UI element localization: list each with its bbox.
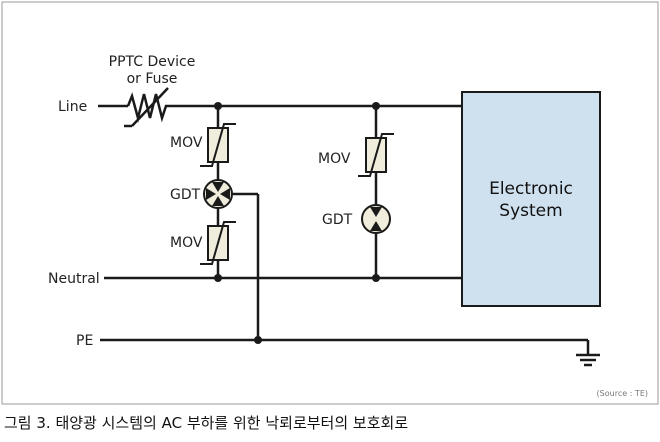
source-note: (Source : TE) xyxy=(597,389,648,398)
pe-label: PE xyxy=(76,333,93,349)
pptc-label-line1: PPTC Device xyxy=(109,54,196,70)
neutral-label: Neutral xyxy=(48,271,100,287)
mov-left-bottom xyxy=(200,221,236,265)
figure-caption: 그림 3. 태양광 시스템의 AC 부하를 위한 낙뢰로부터의 보호회로 xyxy=(4,414,408,432)
ground-icon xyxy=(576,353,600,367)
system-label-line2: System xyxy=(499,201,562,221)
pptc-label-line2: or Fuse xyxy=(127,71,178,87)
system-label-line1: Electronic xyxy=(489,179,573,199)
gdt-right xyxy=(361,204,391,234)
mov-left-bottom-label: MOV xyxy=(170,235,203,251)
junction-dots xyxy=(214,102,380,344)
gdt-left xyxy=(203,179,233,209)
line-label: Line xyxy=(58,99,87,115)
mov-left-top-label: MOV xyxy=(170,135,203,151)
pptc-resistor xyxy=(124,87,170,128)
gdt-left-label: GDT xyxy=(170,187,201,203)
electronic-system-box xyxy=(461,91,601,307)
mov-right xyxy=(358,133,394,177)
mov-right-label: MOV xyxy=(318,151,351,167)
gdt-right-label: GDT xyxy=(322,212,353,228)
mov-left-top xyxy=(200,123,236,167)
